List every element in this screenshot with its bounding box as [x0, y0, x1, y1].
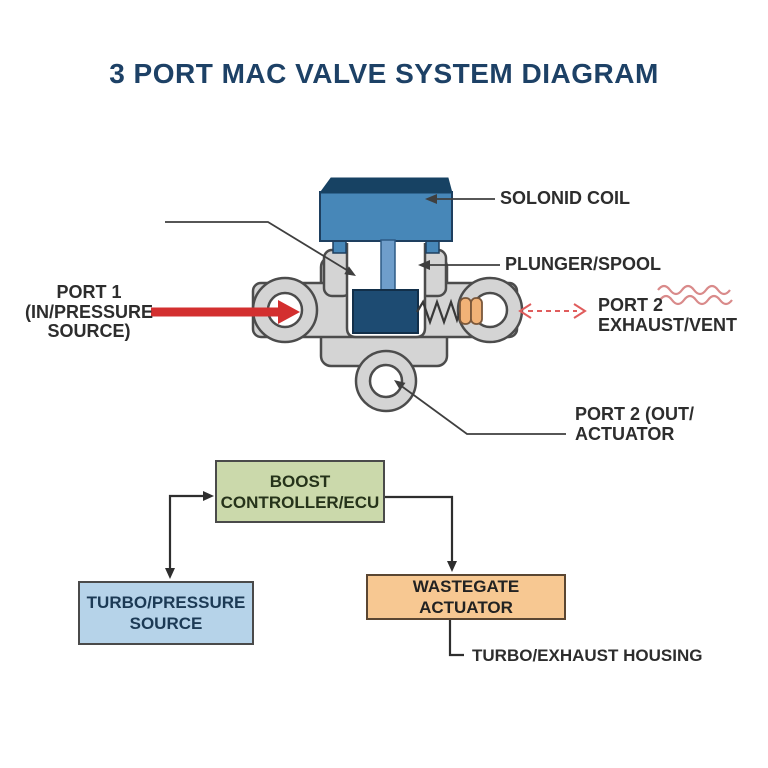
spring-stopper	[459, 297, 483, 325]
connector-wastegate-housing	[448, 620, 464, 657]
exhaust-arrow-head-right	[573, 303, 587, 319]
stopper-pill-right	[470, 297, 483, 325]
stopper-pill-left	[459, 297, 472, 325]
connector-boost-wastegate	[385, 495, 454, 563]
plunger-stem	[380, 239, 396, 295]
port2-out-label-line2: ACTUATOR	[575, 424, 675, 444]
exhaust-wave-lines	[657, 284, 733, 306]
wastegate-actuator-text: WASTEGATE ACTUATOR	[412, 577, 520, 617]
port2-out-inner-hole	[368, 363, 404, 399]
exhaust-arrow-head-left	[518, 303, 532, 319]
upper-left-leader-line	[165, 221, 351, 273]
arrowhead-into-turbo	[165, 568, 175, 579]
flowchart-connectors	[165, 491, 464, 657]
pressure-arrow-head	[278, 300, 300, 324]
port1-label-line1: PORT 1	[56, 282, 122, 302]
exhaust-vent-arrow	[518, 303, 587, 319]
wave-line-2	[659, 294, 733, 306]
wave-line-1	[657, 284, 731, 296]
turbo-pressure-source-box: TURBO/PRESSURE SOURCE	[78, 581, 254, 645]
wastegate-actuator-box: WASTEGATE ACTUATOR	[366, 574, 566, 620]
port2-exhaust-label-line1: PORT 2	[598, 295, 664, 315]
port2-exhaust-label: PORT 2 EXHAUST/VENT	[598, 295, 738, 335]
port1-label-line3: SOURCE)	[47, 321, 131, 341]
port2-exhaust-label-line2: EXHAUST/VENT	[598, 314, 738, 335]
turbo-pressure-line1: TURBO/PRESSURE	[86, 593, 246, 612]
solenoid-coil-label: SOLONID COIL	[500, 188, 630, 208]
arrowhead-into-wastegate	[447, 561, 457, 572]
plunger-spool-label: PLUNGER/SPOOL	[505, 254, 662, 274]
solenoid-top-bevel	[319, 177, 453, 194]
solenoid-leader-arrowhead	[425, 194, 437, 204]
leader-lines	[165, 194, 566, 435]
port1-label-line2: (IN/PRESSURE	[24, 301, 154, 322]
boost-controller-line2: CONTROLLER/ECU	[220, 492, 380, 512]
port2-out-leader-arrowhead	[394, 380, 406, 391]
pressure-in-arrow	[151, 300, 300, 324]
return-spring	[416, 298, 463, 326]
port2-out-leader-line	[399, 384, 566, 435]
port1-label: PORT 1 (IN/PRESSURE SOURCE)	[8, 282, 170, 342]
port2-out-opening	[354, 349, 418, 413]
arrowhead-into-boost	[203, 491, 214, 501]
boost-controller-line1: BOOST	[269, 471, 331, 491]
page-title: 3 PORT MAC VALVE SYSTEM DIAGRAM	[109, 58, 659, 89]
plunger-spool-block	[352, 289, 419, 334]
turbo-pressure-line2: SOURCE	[129, 614, 203, 633]
boost-controller-box: BOOST CONTROLLER/ECU	[215, 460, 385, 523]
turbo-exhaust-housing-label: TURBO/EXHAUST HOUSING	[472, 646, 703, 665]
plunger-leader-arrowhead	[418, 260, 430, 270]
port2-out-label: PORT 2 (OUT/ ACTUATOR	[575, 404, 694, 444]
port2-out-label-line1: PORT 2 (OUT/	[575, 404, 695, 424]
upper-left-leader-arrowhead	[344, 266, 356, 276]
connector-boost-turbo	[168, 494, 204, 569]
